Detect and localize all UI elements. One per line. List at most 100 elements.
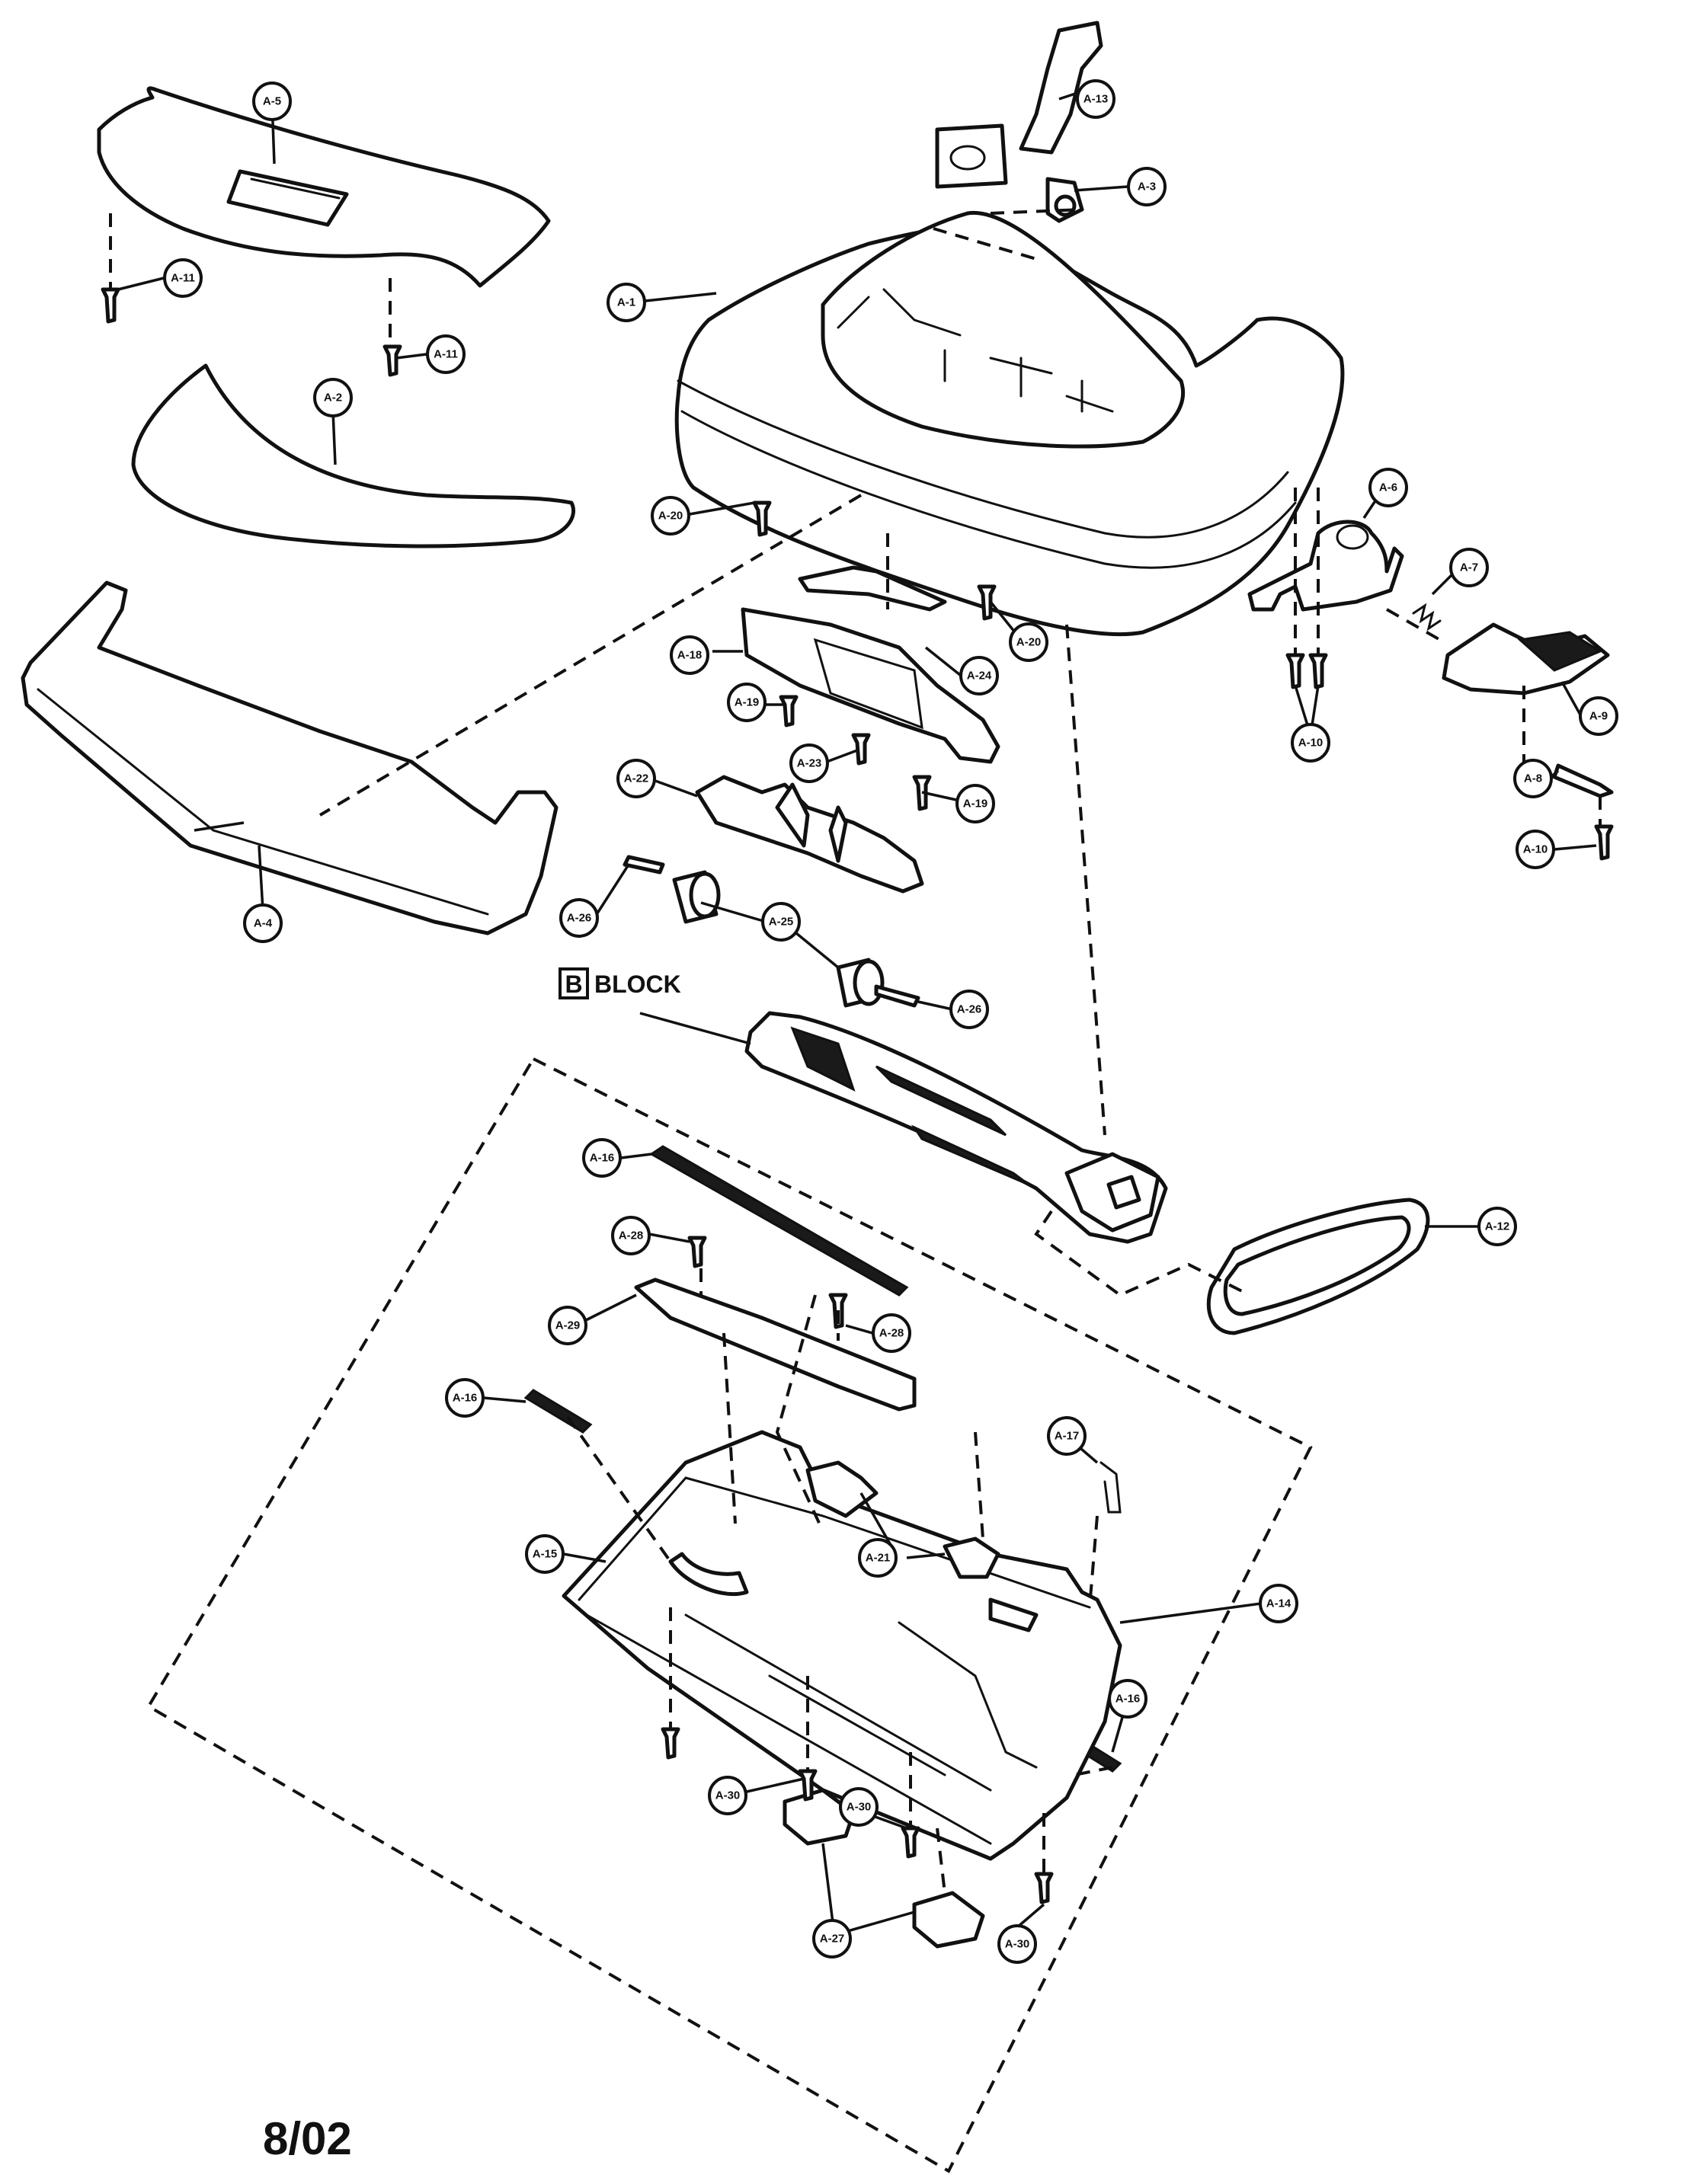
part-a7-spring xyxy=(1412,603,1442,632)
part-a27-pad-1 xyxy=(783,1788,856,1846)
part-a6-hole xyxy=(1336,524,1369,550)
callout-a19-right: A-19 xyxy=(955,784,995,823)
part-a22-rail xyxy=(695,775,924,894)
callout-a8: A-8 xyxy=(1513,759,1553,798)
part-a9-pedal xyxy=(1442,622,1610,695)
callout-a2: A-2 xyxy=(313,378,353,417)
svg-text:A-21: A-21 xyxy=(866,1552,891,1565)
svg-text:A-8: A-8 xyxy=(1524,772,1542,785)
block-letter: B xyxy=(565,970,582,998)
callout-a5: A-5 xyxy=(252,82,292,121)
svg-text:A-11: A-11 xyxy=(171,272,195,285)
callout-a7: A-7 xyxy=(1449,548,1489,587)
callout-a6: A-6 xyxy=(1368,468,1408,507)
svg-text:A-30: A-30 xyxy=(715,1789,741,1802)
callout-a12: A-12 xyxy=(1477,1207,1517,1246)
part-a21-clip-1 xyxy=(805,1460,879,1518)
svg-text:A-4: A-4 xyxy=(254,917,273,930)
callout-a3: A-3 xyxy=(1127,167,1167,206)
svg-text:A-10: A-10 xyxy=(1298,737,1324,750)
svg-text:A-20: A-20 xyxy=(658,510,683,523)
svg-text:A-22: A-22 xyxy=(624,772,649,785)
callout-a11-left: A-11 xyxy=(163,258,203,298)
svg-text:A-23: A-23 xyxy=(797,757,822,770)
svg-text:A-10: A-10 xyxy=(1523,843,1548,856)
part-a28-screw-1 xyxy=(687,1236,707,1268)
svg-text:A-13: A-13 xyxy=(1083,93,1109,106)
svg-text:A-28: A-28 xyxy=(619,1229,644,1242)
callout-a23: A-23 xyxy=(789,743,829,783)
callout-a26-right: A-26 xyxy=(949,990,989,1029)
callout-a30-mid: A-30 xyxy=(839,1787,879,1827)
svg-text:A-6: A-6 xyxy=(1379,481,1397,494)
screws xyxy=(101,287,1614,861)
svg-text:A-17: A-17 xyxy=(1055,1430,1080,1443)
callout-a10-right: A-10 xyxy=(1516,830,1555,869)
part-a17-hook xyxy=(1099,1461,1122,1514)
svg-text:A-11: A-11 xyxy=(434,348,458,361)
callout-a10-left: A-10 xyxy=(1291,723,1330,763)
callout-a15: A-15 xyxy=(525,1534,565,1574)
callout-a19-left: A-19 xyxy=(727,683,767,722)
svg-text:A-3: A-3 xyxy=(1138,181,1156,193)
callout-a9: A-9 xyxy=(1579,696,1618,736)
part-a5-cover xyxy=(97,86,551,288)
assembly-lines xyxy=(109,208,1602,2173)
svg-text:A-14: A-14 xyxy=(1266,1597,1292,1610)
callout-a20-left: A-20 xyxy=(651,496,690,536)
part-a26-axle xyxy=(623,855,665,875)
svg-text:A-16: A-16 xyxy=(1115,1693,1141,1706)
part-a16-strip-long xyxy=(649,1145,909,1297)
svg-text:A-9: A-9 xyxy=(1589,710,1608,723)
svg-text:A-19: A-19 xyxy=(963,798,988,811)
svg-text:A-16: A-16 xyxy=(590,1152,615,1165)
svg-text:A-27: A-27 xyxy=(820,1933,845,1946)
part-a8-pin xyxy=(1552,763,1614,798)
part-a30-screw-4 xyxy=(1034,1872,1054,1904)
part-a29-blade xyxy=(634,1277,917,1412)
callout-a1: A-1 xyxy=(607,283,646,322)
part-a26-axle-2 xyxy=(874,984,920,1008)
svg-text:A-19: A-19 xyxy=(735,696,760,709)
part-a3-switch xyxy=(1045,177,1084,223)
callout-a16-right: A-16 xyxy=(1108,1679,1147,1719)
part-a30-screw-3 xyxy=(901,1826,920,1859)
svg-text:A-12: A-12 xyxy=(1485,1220,1510,1233)
callout-a20-right: A-20 xyxy=(1009,622,1048,662)
callout-a26-left: A-26 xyxy=(559,898,599,938)
part-a30-screw-1 xyxy=(661,1727,680,1760)
callout-a30-right: A-30 xyxy=(997,1924,1037,1964)
svg-text:A-7: A-7 xyxy=(1460,561,1478,574)
callout-a17: A-17 xyxy=(1047,1416,1087,1456)
svg-text:A-24: A-24 xyxy=(967,670,992,683)
svg-text:A-26: A-26 xyxy=(567,912,592,925)
callout-a14: A-14 xyxy=(1259,1584,1298,1623)
part-a13-handle xyxy=(935,21,1103,189)
callout-a28-top: A-28 xyxy=(611,1216,651,1255)
part-a21-clip-2 xyxy=(943,1536,1000,1579)
callout-a4: A-4 xyxy=(243,903,283,943)
date-code: 8/02 xyxy=(263,2113,352,2164)
callout-a24: A-24 xyxy=(959,656,999,695)
callout-a21: A-21 xyxy=(858,1538,898,1578)
svg-text:A-18: A-18 xyxy=(677,649,703,662)
part-a1-housing xyxy=(674,210,1345,637)
part-a15-base-plate xyxy=(562,1430,1122,1861)
callout-a25: A-25 xyxy=(761,902,801,942)
svg-text:A-26: A-26 xyxy=(957,1003,982,1016)
callout-a30-left: A-30 xyxy=(708,1776,747,1815)
part-a2-panel xyxy=(131,363,575,548)
svg-text:A-15: A-15 xyxy=(533,1548,558,1561)
callout-a16-top: A-16 xyxy=(582,1138,622,1178)
part-a18-a24-frame xyxy=(741,565,1000,764)
svg-text:A-1: A-1 xyxy=(617,296,635,309)
callout-a18: A-18 xyxy=(670,635,709,675)
svg-text:A-2: A-2 xyxy=(324,392,342,405)
svg-text:A-30: A-30 xyxy=(1005,1938,1030,1951)
brushroll-block xyxy=(744,1011,1168,1244)
block-reference-label: B BLOCK xyxy=(559,967,681,999)
part-a16-strip-short xyxy=(523,1389,593,1434)
block-text: BLOCK xyxy=(594,970,681,998)
callout-a22: A-22 xyxy=(616,759,656,798)
